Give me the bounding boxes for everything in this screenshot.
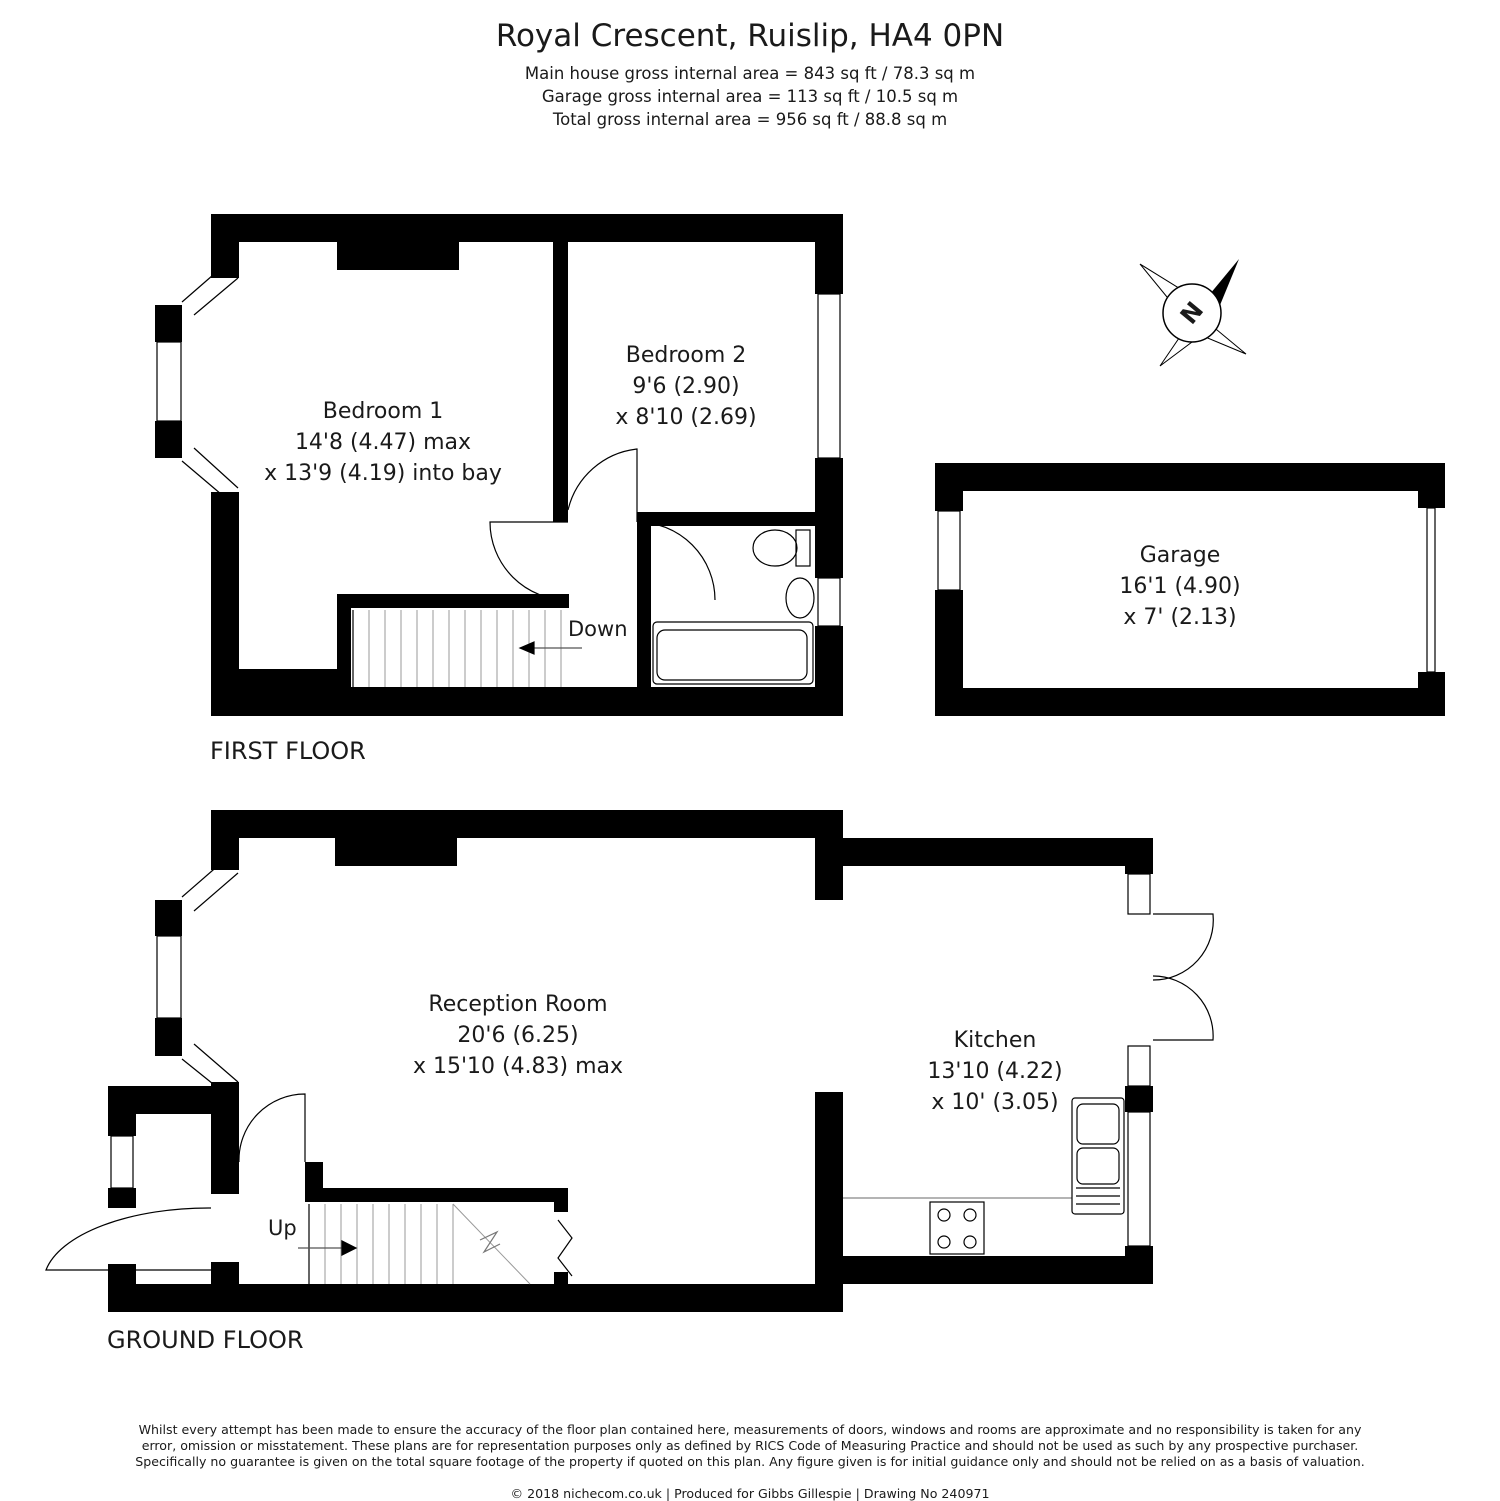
disclaimer-line: Whilst every attempt has been made to en… [138, 1422, 1362, 1437]
room-dimension: x 10' (3.05) [931, 1090, 1059, 1115]
garage-openings [937, 507, 1436, 673]
room-dimension: 13'10 (4.22) [927, 1059, 1063, 1084]
room-dimension: 20'6 (6.25) [457, 1023, 579, 1048]
room-dimension: x 8'10 (2.69) [615, 405, 757, 430]
stairs-up-label: Up [268, 1216, 297, 1240]
room-bedroom-2: Bedroom 2 9'6 (2.90) x 8'10 (2.69) [586, 340, 786, 433]
disclaimer-line: Specifically no guarantee is given on th… [135, 1454, 1365, 1469]
disclaimer-line: error, omission or misstatement. These p… [141, 1438, 1359, 1453]
room-name: Reception Room [428, 992, 608, 1017]
ground-floor-walls [108, 810, 1153, 1312]
ground-floor-windows [110, 856, 1151, 1247]
garage-area: Garage gross internal area = 113 sq ft /… [541, 87, 959, 106]
garage-walls [935, 463, 1445, 716]
room-dimension: 9'6 (2.90) [632, 374, 740, 399]
compass-icon [1139, 259, 1247, 367]
room-name: Kitchen [953, 1028, 1037, 1053]
room-name: Bedroom 2 [625, 343, 747, 368]
room-dimension: x 15'10 (4.83) max [412, 1054, 624, 1079]
room-kitchen: Kitchen 13'10 (4.22) x 10' (3.05) [880, 1025, 1110, 1118]
main-house-area: Main house gross internal area = 843 sq … [524, 64, 976, 83]
room-name: Bedroom 1 [322, 399, 444, 424]
first-floor-windows [156, 261, 841, 627]
room-garage: Garage 16'1 (4.90) x 7' (2.13) [1080, 540, 1280, 633]
first-floor-fixtures [352, 448, 815, 687]
room-dimension: x 7' (2.13) [1123, 605, 1237, 630]
room-name: Garage [1139, 543, 1221, 568]
disclaimer: Whilst every attempt has been made to en… [90, 1422, 1410, 1470]
total-area: Total gross internal area = 956 sq ft / … [552, 110, 948, 129]
room-dimension: 14'8 (4.47) max [294, 430, 472, 455]
plan-title: Royal Crescent, Ruislip, HA4 0PN [495, 18, 1005, 54]
first-floor-label: FIRST FLOOR [210, 737, 366, 765]
room-dimension: 16'1 (4.90) [1119, 574, 1241, 599]
ground-floor-fixtures [45, 913, 1214, 1285]
first-floor-walls [155, 214, 843, 716]
room-dimension: x 13'9 (4.19) into bay [264, 461, 502, 486]
copyright: © 2018 nichecom.co.uk | Produced for Gib… [510, 1486, 990, 1501]
room-bedroom-1: Bedroom 1 14'8 (4.47) max x 13'9 (4.19) … [238, 396, 528, 489]
room-reception: Reception Room 20'6 (6.25) x 15'10 (4.83… [368, 989, 668, 1082]
stairs-down-label: Down [568, 617, 628, 641]
ground-floor-label: GROUND FLOOR [107, 1326, 304, 1354]
